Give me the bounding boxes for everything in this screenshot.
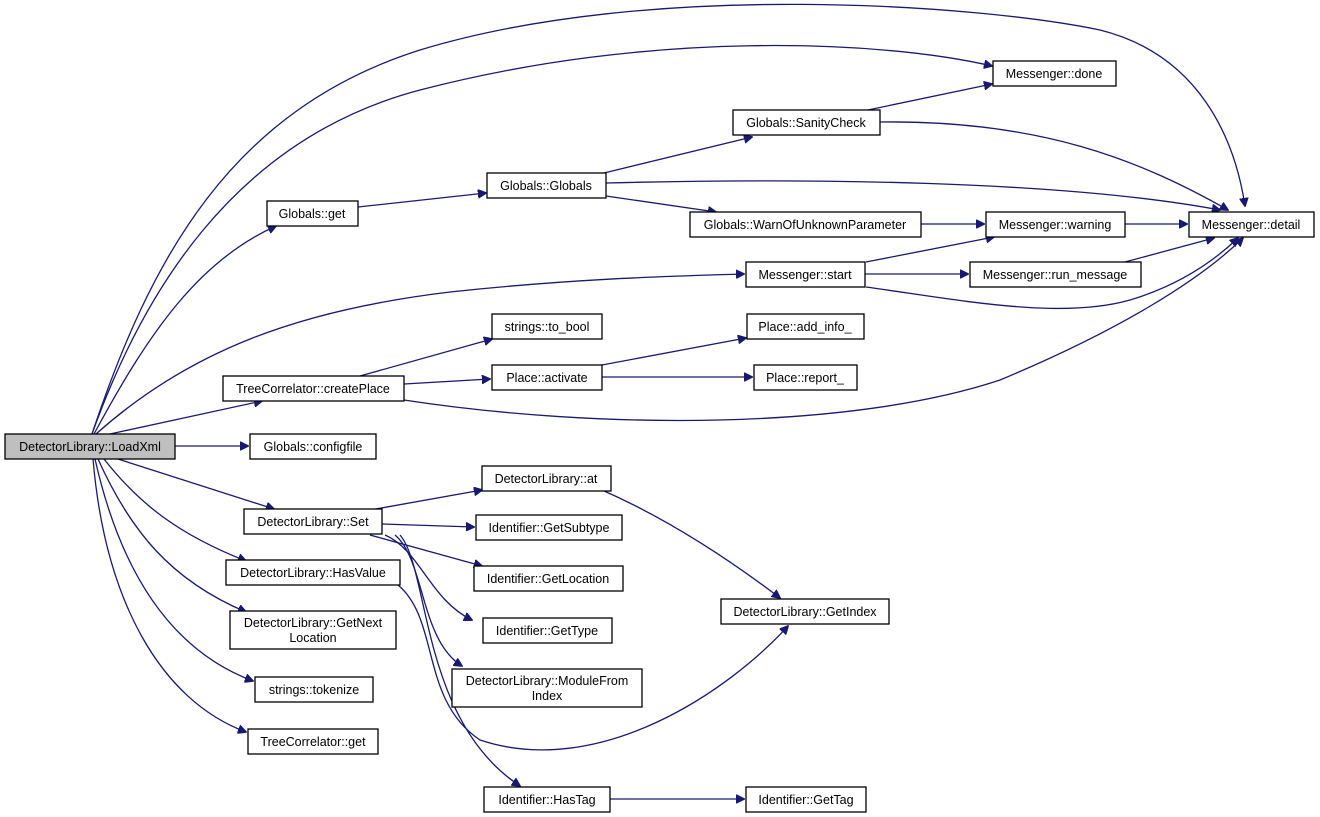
- edge-sanitycheck-to-messenger-done: [867, 84, 992, 111]
- edge-set-to-dl-modulefrom: [394, 534, 462, 666]
- node-place-add-info[interactable]: Place::add_info_: [746, 313, 865, 340]
- edge-loadxml-to-dl-hasvalue: [103, 458, 246, 561]
- svg-text:Globals::WarnOfUnknownParamete: Globals::WarnOfUnknownParameter: [704, 218, 906, 232]
- edge-set-to-id-gettype: [384, 534, 472, 620]
- edge-activate-to-add-info: [601, 338, 746, 366]
- edge-set-to-id-getlocation: [369, 534, 482, 566]
- svg-text:Index: Index: [532, 689, 563, 703]
- svg-text:Messenger::detail: Messenger::detail: [1202, 218, 1301, 232]
- node-globals-get[interactable]: Globals::get: [266, 200, 359, 227]
- node-detectorlibrary-getnextlocation[interactable]: DetectorLibrary::GetNext Location: [229, 610, 397, 650]
- svg-text:Globals::Globals: Globals::Globals: [500, 179, 592, 193]
- node-treecorrelator-get[interactable]: TreeCorrelator::get: [247, 728, 379, 755]
- svg-text:TreeCorrelator::get: TreeCorrelator::get: [260, 735, 366, 749]
- node-detectorlibrary-at[interactable]: DetectorLibrary::at: [481, 465, 612, 492]
- node-messenger-start[interactable]: Messenger::start: [745, 261, 866, 288]
- edge-set-to-id-hastag: [399, 534, 520, 786]
- svg-text:Messenger::done: Messenger::done: [1006, 67, 1103, 81]
- edge-loadxml-to-messenger-start: [95, 274, 744, 435]
- svg-text:strings::tokenize: strings::tokenize: [269, 683, 359, 697]
- edge-createplace-to-strings-tobool: [359, 339, 492, 377]
- edge-run-message-to-messenger-detail: [1124, 238, 1214, 263]
- svg-text:DetectorLibrary::at: DetectorLibrary::at: [495, 472, 598, 486]
- edge-loadxml-to-messenger-detail: [91, 3, 1245, 435]
- node-place-activate[interactable]: Place::activate: [491, 364, 603, 391]
- node-identifier-getlocation[interactable]: Identifier::GetLocation: [473, 565, 624, 592]
- node-identifier-getsubtype[interactable]: Identifier::GetSubtype: [475, 514, 623, 541]
- edge-dl-at-to-getindex: [601, 489, 780, 598]
- svg-text:Globals::SanityCheck: Globals::SanityCheck: [746, 116, 866, 130]
- svg-text:DetectorLibrary::GetIndex: DetectorLibrary::GetIndex: [733, 605, 877, 619]
- node-loadxml[interactable]: DetectorLibrary::LoadXml: [4, 433, 176, 460]
- edge-createplace-to-place-activate: [403, 379, 490, 385]
- node-strings-to-bool[interactable]: strings::to_bool: [491, 313, 603, 340]
- edge-globals-globals-to-messenger-detail: [605, 180, 1220, 210]
- svg-text:DetectorLibrary::GetNext: DetectorLibrary::GetNext: [244, 616, 383, 630]
- edge-set-to-id-getsubtype: [381, 524, 474, 527]
- svg-text:Place::activate: Place::activate: [506, 371, 587, 385]
- edges: [91, 3, 1245, 799]
- edge-start-to-messenger-detail: [865, 238, 1238, 310]
- nodes: DetectorLibrary::LoadXml Globals::get Gl…: [4, 60, 1315, 813]
- edge-globals-globals-to-sanitycheck: [603, 137, 752, 174]
- edge-globals-globals-to-warn: [605, 195, 716, 212]
- svg-text:DetectorLibrary::ModuleFrom: DetectorLibrary::ModuleFrom: [466, 674, 629, 688]
- node-globals-sanitycheck[interactable]: Globals::SanityCheck: [732, 109, 881, 136]
- svg-text:Messenger::warning: Messenger::warning: [999, 218, 1112, 232]
- edge-loadxml-to-messenger-done: [91, 44, 992, 435]
- svg-text:Location: Location: [289, 631, 336, 645]
- edge-set-to-dl-at: [369, 490, 482, 511]
- svg-text:TreeCorrelator::createPlace: TreeCorrelator::createPlace: [236, 382, 390, 396]
- node-messenger-run-message[interactable]: Messenger::run_message: [969, 261, 1142, 288]
- edge-loadxml-to-dl-set: [117, 458, 274, 509]
- node-messenger-detail[interactable]: Messenger::detail: [1188, 211, 1315, 238]
- edge-createplace-to-messenger-detail: [403, 238, 1243, 422]
- node-messenger-warning[interactable]: Messenger::warning: [985, 211, 1126, 238]
- edge-start-to-messenger-warning: [865, 237, 994, 263]
- edge-loadxml-to-globals-get: [93, 226, 276, 435]
- edge-loadxml-to-dl-getnext: [97, 458, 246, 612]
- node-globals-configfile[interactable]: Globals::configfile: [249, 433, 377, 460]
- svg-text:Identifier::GetTag: Identifier::GetTag: [758, 793, 853, 807]
- svg-text:Messenger::run_message: Messenger::run_message: [983, 268, 1128, 282]
- svg-text:Identifier::GetSubtype: Identifier::GetSubtype: [489, 521, 610, 535]
- svg-text:Identifier::GetType: Identifier::GetType: [496, 624, 598, 638]
- node-identifier-gettype[interactable]: Identifier::GetType: [482, 617, 613, 644]
- svg-text:DetectorLibrary::HasValue: DetectorLibrary::HasValue: [240, 566, 386, 580]
- edge-globals-get-to-globals-globals: [357, 193, 486, 208]
- node-detectorlibrary-hasvalue[interactable]: DetectorLibrary::HasValue: [225, 559, 401, 586]
- node-detectorlibrary-modulefromindex[interactable]: DetectorLibrary::ModuleFrom Index: [451, 668, 643, 708]
- svg-text:Globals::get: Globals::get: [279, 207, 346, 221]
- node-messenger-done[interactable]: Messenger::done: [992, 60, 1117, 87]
- edge-loadxml-to-strings-tokenize: [94, 458, 253, 681]
- node-treecorrelator-createplace[interactable]: TreeCorrelator::createPlace: [222, 375, 405, 402]
- svg-text:strings::to_bool: strings::to_bool: [505, 320, 590, 334]
- edge-loadxml-to-tc-get: [92, 458, 246, 732]
- svg-text:Globals::configfile: Globals::configfile: [264, 440, 363, 454]
- svg-text:Identifier::GetLocation: Identifier::GetLocation: [487, 572, 609, 586]
- edge-loadxml-to-tc-createplace: [109, 401, 262, 435]
- node-strings-tokenize[interactable]: strings::tokenize: [254, 676, 374, 703]
- node-place-report[interactable]: Place::report_: [753, 364, 858, 391]
- svg-text:Place::report_: Place::report_: [766, 371, 845, 385]
- node-globals-globals[interactable]: Globals::Globals: [486, 172, 607, 199]
- svg-text:Messenger::start: Messenger::start: [758, 268, 852, 282]
- svg-text:Place::add_info_: Place::add_info_: [758, 320, 852, 334]
- edge-sanitycheck-to-messenger-detail: [879, 121, 1228, 210]
- node-globals-warnofunknownparameter[interactable]: Globals::WarnOfUnknownParameter: [689, 211, 922, 238]
- node-detectorlibrary-getindex[interactable]: DetectorLibrary::GetIndex: [720, 598, 890, 625]
- edge-hasvalue-to-getindex: [397, 584, 788, 751]
- node-identifier-gettag[interactable]: Identifier::GetTag: [745, 786, 867, 813]
- svg-text:DetectorLibrary::LoadXml: DetectorLibrary::LoadXml: [19, 440, 161, 454]
- svg-text:Identifier::HasTag: Identifier::HasTag: [498, 793, 595, 807]
- svg-text:DetectorLibrary::Set: DetectorLibrary::Set: [257, 515, 369, 529]
- node-detectorlibrary-set[interactable]: DetectorLibrary::Set: [243, 508, 383, 535]
- node-identifier-hastag[interactable]: Identifier::HasTag: [483, 786, 611, 813]
